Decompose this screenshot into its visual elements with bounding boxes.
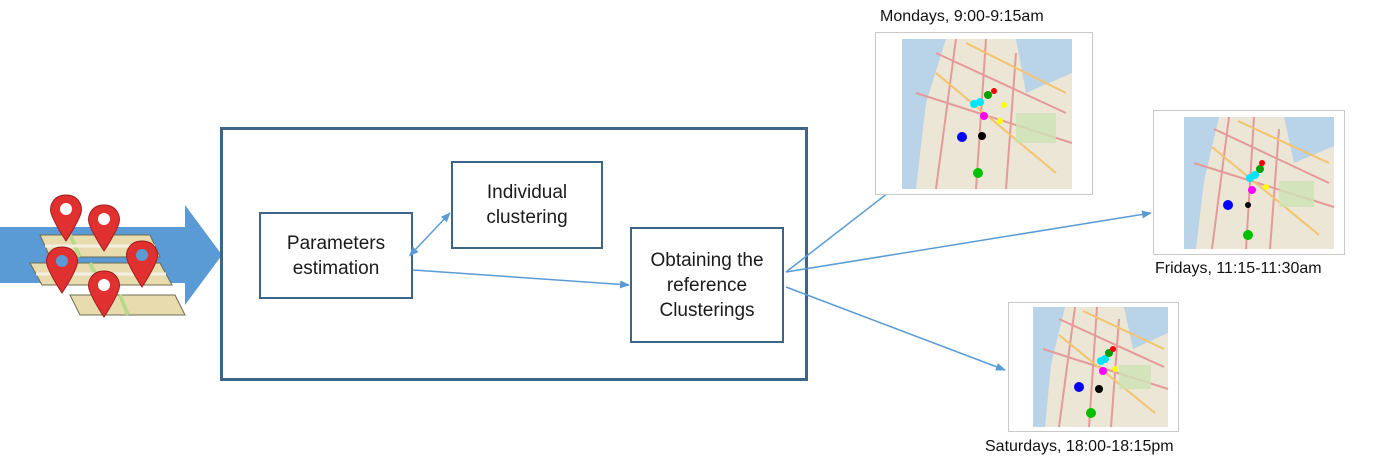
cluster-map-saturday [1008,302,1179,432]
step-label: Obtaining the [650,249,764,271]
input-maps-icon [0,194,222,318]
cluster-map-monday [875,32,1093,195]
caption-saturday: Saturdays, 18:00-18:15pm [985,438,1174,455]
map-thumbnail-icon [1033,306,1169,428]
location-pin-icon [46,246,78,294]
step-label: reference [666,274,748,296]
caption-friday: Fridays, 11:15-11:30am [1155,260,1322,277]
map-thumbnail-icon [1184,116,1335,250]
output-arrow-friday [785,210,1152,273]
location-pin-icon [88,270,120,318]
location-pin-icon [126,240,158,288]
location-pin-icon [88,204,120,252]
parameters-estimation-box: Parameters estimation [259,212,413,299]
caption-monday: Mondays, 9:00-9:15am [880,8,1044,25]
reference-clusterings-box: Obtaining the reference Clusterings [630,227,784,343]
step-label: estimation [292,257,380,279]
map-thumbnail-icon [902,38,1073,190]
individual-clustering-box: Individual clustering [451,161,603,249]
step-label: Clusterings [659,299,755,321]
cluster-points [1223,160,1269,240]
step-label: Individual [486,182,568,203]
map-sheet-icon [69,294,186,316]
step-label: Parameters [286,232,386,254]
location-pin-icon [50,194,82,242]
cluster-points [1074,346,1118,418]
output-arrow-saturday [785,286,1006,371]
cluster-points [957,88,1007,178]
cluster-map-friday [1153,110,1345,255]
step-label: clustering [486,207,568,228]
